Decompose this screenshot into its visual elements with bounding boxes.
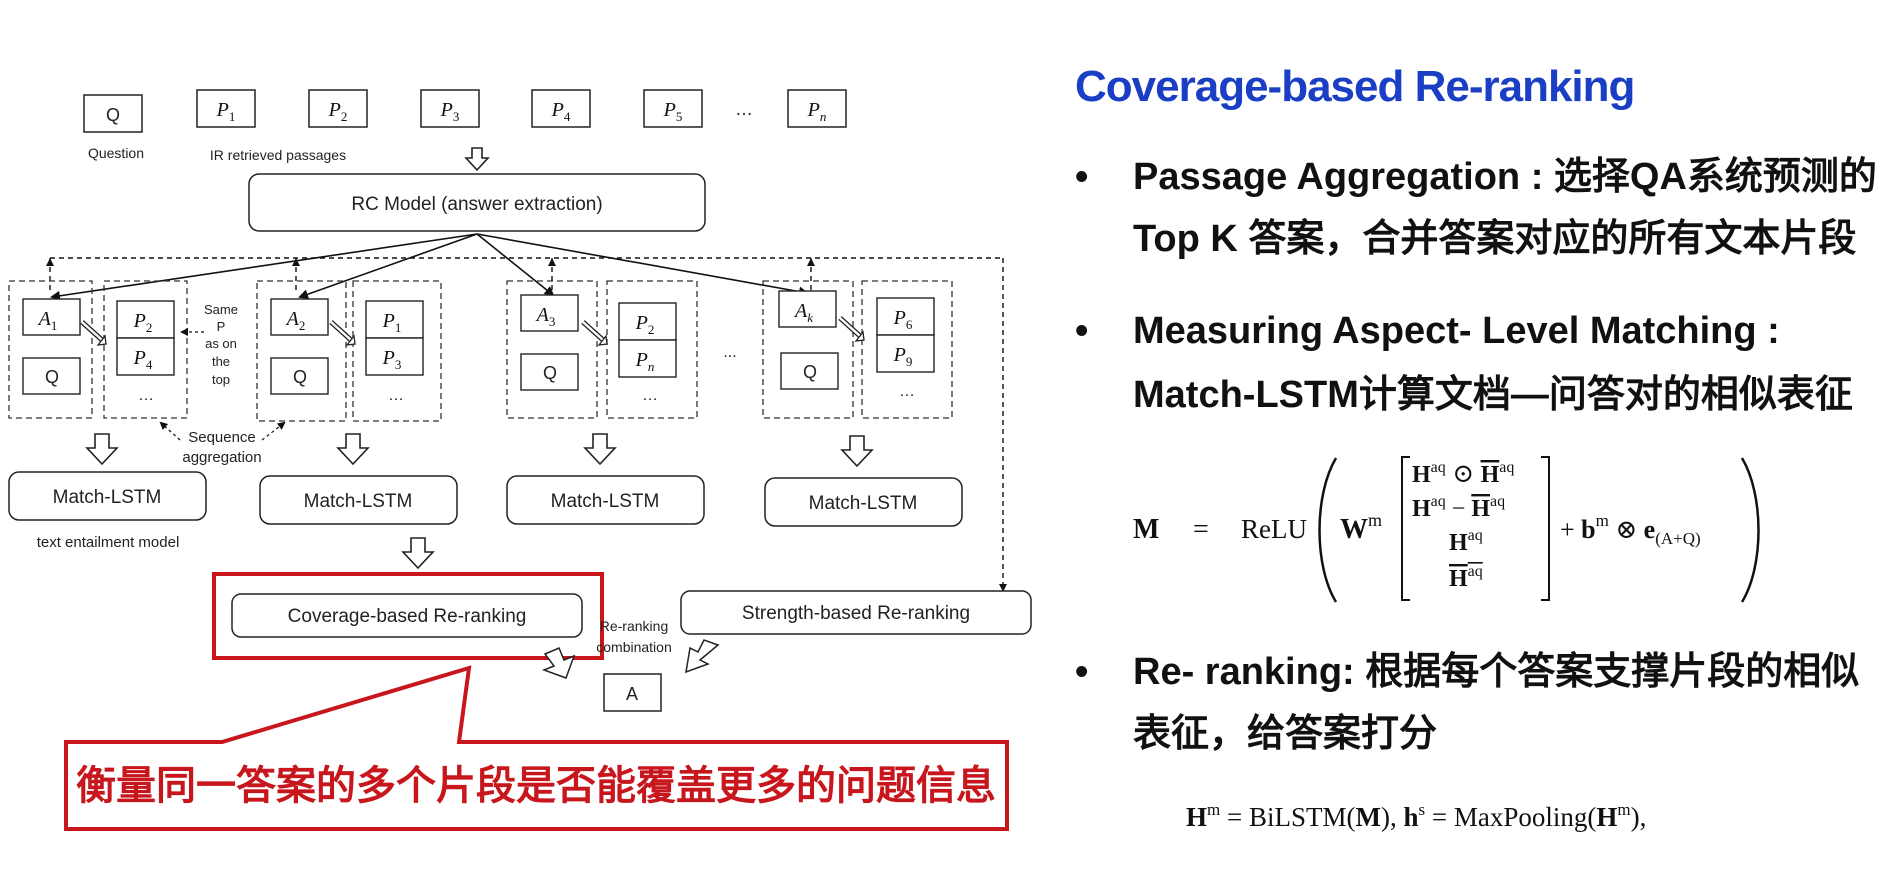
eq1-weight: Wm bbox=[1340, 510, 1382, 545]
callout-shape bbox=[64, 665, 1009, 831]
coverage-reranking-label: Coverage-based Re-ranking bbox=[288, 606, 527, 627]
svg-text:…: … bbox=[642, 387, 658, 404]
strength-reranking-box bbox=[680, 590, 1032, 635]
bullet-dot: • bbox=[1075, 310, 1089, 352]
answer-group-3: A3 Q P2 Pn … bbox=[506, 280, 698, 419]
rc-fanout-arrows bbox=[50, 233, 809, 301]
svg-text:as on: as on bbox=[205, 336, 237, 351]
arrow-strength-to-answer bbox=[685, 639, 720, 674]
match-lstm-label-3: Match-LSTM bbox=[551, 491, 660, 512]
reranking-combination-line2: combination bbox=[596, 639, 672, 655]
arrow-lstm-to-coverage bbox=[402, 537, 434, 569]
coverage-reranking-box bbox=[231, 593, 583, 638]
svg-text:Haq: Haq bbox=[1449, 563, 1483, 592]
sequence-aggregation-note: Sequence aggregation bbox=[159, 421, 286, 466]
match-lstm-label-1: Match-LSTM bbox=[53, 487, 162, 508]
svg-text:+ bm ⊗ e(A+Q): + bm ⊗ e(A+Q) bbox=[1560, 511, 1701, 548]
final-answer-label: A bbox=[626, 684, 638, 704]
callout-text: 衡量同一答案的多个片段是否能覆盖更多的问题信息 bbox=[76, 764, 996, 808]
slide-title: Coverage-based Re-ranking bbox=[1075, 62, 1635, 111]
answer-group-1: A1 Q P2 P4 … bbox=[8, 280, 188, 419]
passage-p3-box bbox=[420, 89, 480, 128]
reranking-combination-line1: Re-ranking bbox=[600, 618, 668, 634]
passage-row: P1 P2 P3 P4 P5 … Pn bbox=[196, 89, 847, 128]
text-entailment-label: text entailment model bbox=[37, 534, 180, 551]
svg-text:Q: Q bbox=[803, 362, 817, 382]
rc-model-label: RC Model (answer extraction) bbox=[351, 194, 602, 215]
rc-model-box bbox=[248, 173, 706, 232]
arrow-group2-to-lstm bbox=[337, 433, 369, 465]
passage-p5-box bbox=[643, 89, 703, 128]
svg-text:…: … bbox=[138, 387, 154, 404]
match-lstm-box-2 bbox=[259, 475, 458, 525]
answer-group-2: A2 Q P1 P3 … bbox=[256, 280, 442, 422]
question-box-label: Q bbox=[106, 105, 120, 125]
bullet-3-line-2: 表征，给答案打分 bbox=[1133, 713, 1438, 755]
match-lstm-box-4 bbox=[764, 477, 963, 527]
svg-text:Q: Q bbox=[293, 367, 307, 387]
svg-text:Haq ⊙ Haq: Haq ⊙ Haq bbox=[1412, 459, 1514, 488]
ir-retrieved-label: IR retrieved passages bbox=[210, 147, 346, 163]
group-gap-ellipsis: ... bbox=[723, 344, 736, 361]
match-lstm-label-4: Match-LSTM bbox=[809, 493, 918, 514]
passage-p2-box bbox=[308, 89, 368, 128]
passage-p1-box bbox=[196, 89, 256, 128]
match-lstm-box-1 bbox=[8, 471, 207, 521]
svg-text:Haq: Haq bbox=[1449, 527, 1483, 556]
bullet-1-line-1: Passage Aggregation : 选择QA系统预测的 bbox=[1133, 156, 1877, 198]
arrow-group1-to-lstm bbox=[86, 433, 118, 465]
bullet-dot: • bbox=[1075, 156, 1089, 198]
eq1-equals: = bbox=[1193, 514, 1209, 545]
answer-group-k: Ak Q P6 P9 … bbox=[762, 280, 953, 419]
question-label: Question bbox=[88, 145, 144, 161]
dashed-up-arrowheads bbox=[46, 258, 815, 266]
svg-text:P: P bbox=[217, 319, 226, 334]
svg-text:aggregation: aggregation bbox=[182, 449, 261, 466]
svg-text:the: the bbox=[212, 354, 230, 369]
passage-p4-box bbox=[531, 89, 591, 128]
match-lstm-box-3 bbox=[506, 475, 705, 525]
svg-text:Same: Same bbox=[204, 302, 238, 317]
bullet-2-line-2: Match-LSTM计算文档—问答对的相似表征 bbox=[1133, 374, 1853, 416]
dashed-feedback-line bbox=[49, 257, 1007, 592]
bullet-dot: • bbox=[1075, 651, 1089, 693]
eq1-relu: ReLU bbox=[1241, 514, 1307, 544]
bullet-3-line-1: Re- ranking: 根据每个答案支撑片段的相似 bbox=[1133, 651, 1860, 693]
svg-text:Q: Q bbox=[45, 367, 59, 387]
svg-text:top: top bbox=[212, 372, 230, 387]
bullet-1-line-2: Top K 答案，合并答案对应的所有文本片段 bbox=[1133, 218, 1857, 260]
eq1-lhs: M bbox=[1133, 514, 1159, 545]
arrow-to-rc-model bbox=[465, 147, 489, 171]
arrow-coverage-to-answer bbox=[541, 647, 576, 679]
arrow-groupk-to-lstm bbox=[841, 435, 873, 467]
bullet-2-line-1: Measuring Aspect- Level Matching : bbox=[1133, 310, 1780, 352]
svg-text:Sequence: Sequence bbox=[188, 429, 256, 446]
arrow-group3-to-lstm bbox=[584, 433, 616, 465]
strength-reranking-label: Strength-based Re-ranking bbox=[742, 603, 970, 624]
svg-text:Haq − Haq: Haq − Haq bbox=[1412, 493, 1505, 522]
same-p-note: Same P as on the top bbox=[180, 302, 238, 387]
question-box bbox=[83, 94, 143, 133]
coverage-highlight-frame bbox=[212, 572, 604, 660]
svg-text:…: … bbox=[899, 383, 915, 400]
equation-aggregation: Hm = BiLSTM(M), hs = MaxPooling(Hm), bbox=[1186, 800, 1646, 832]
final-answer-box bbox=[603, 673, 662, 712]
equation-match-lstm: M = ReLU Wm Haq ⊙ Haq Haq − Haq Haq Haq … bbox=[1133, 456, 1760, 603]
passage-pn-box bbox=[787, 89, 847, 128]
passage-ellipsis: … bbox=[735, 99, 753, 119]
svg-text:…: … bbox=[388, 387, 404, 404]
match-lstm-label-2: Match-LSTM bbox=[304, 491, 413, 512]
svg-text:Q: Q bbox=[543, 363, 557, 383]
svg-text:Hm = BiLSTM(M), hs = MaxPo: Hm = BiLSTM(M), hs = MaxPooling(Hm), bbox=[1186, 800, 1646, 832]
